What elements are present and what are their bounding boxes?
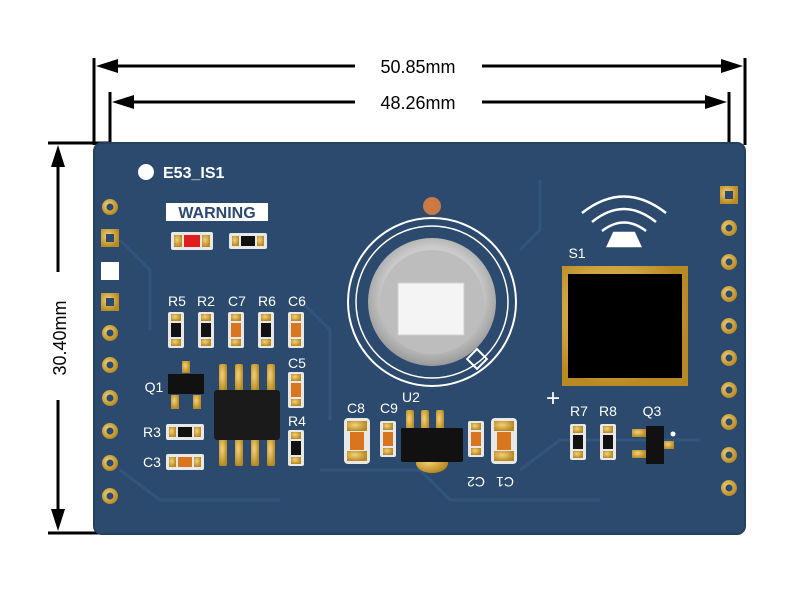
pcb-traces <box>118 180 700 502</box>
label-r8: R8 <box>599 403 617 419</box>
warning-label: WARNING <box>178 205 255 222</box>
label-c6: C6 <box>288 293 306 309</box>
label-q3: Q3 <box>643 403 662 419</box>
sensor-marker-dot <box>423 197 441 215</box>
small-smd-component <box>229 233 267 249</box>
left-header-pins <box>101 199 119 504</box>
pir-sensor <box>347 217 517 387</box>
label-c2: C2 <box>467 474 485 490</box>
dimension-hole-spacing: 48.26mm <box>108 92 731 192</box>
component-row-top: R5 R2 C7 R6 C6 <box>168 293 306 348</box>
outer-width-label: 50.85mm <box>380 57 455 77</box>
right-header-pins <box>720 186 738 496</box>
capacitor-c2 <box>468 421 484 457</box>
label-c1: C1 <box>496 474 514 490</box>
hole-spacing-label: 48.26mm <box>380 93 455 113</box>
resistor-r7 <box>570 424 586 460</box>
dimension-height: 30.40mm <box>48 141 110 535</box>
warning-box <box>166 203 268 221</box>
label-r6: R6 <box>258 293 276 309</box>
label-c5: C5 <box>288 355 306 371</box>
resistor-r8 <box>600 424 616 460</box>
label-c3: C3 <box>143 454 161 470</box>
capacitor-c1 <box>491 418 517 464</box>
transistor-q1 <box>168 361 204 409</box>
label-c8: C8 <box>347 400 365 416</box>
warning-led <box>171 232 213 250</box>
regulator-u2 <box>401 410 463 473</box>
capacitor-c3 <box>166 454 204 470</box>
transistor-q3 <box>632 426 676 464</box>
radar-wave-icon <box>581 195 667 248</box>
height-label: 30.40mm <box>50 300 70 375</box>
label-r7: R7 <box>570 403 588 419</box>
label-s1: S1 <box>568 245 585 261</box>
label-r2: R2 <box>197 293 215 309</box>
label-c7: C7 <box>228 293 246 309</box>
label-q1: Q1 <box>145 379 164 395</box>
dimension-outer-width: 50.85mm <box>92 57 747 145</box>
resistor-r3 <box>166 424 204 440</box>
pin1-marker-dot <box>138 164 154 180</box>
capacitor-c8 <box>344 418 370 464</box>
ic-soic8 <box>214 364 280 466</box>
resistor-r4 <box>288 430 304 466</box>
label-r4: R4 <box>288 413 306 429</box>
label-r5: R5 <box>168 293 186 309</box>
label-u2: U2 <box>402 389 420 405</box>
capacitor-c9 <box>380 421 396 457</box>
polarity-plus: + <box>546 385 560 412</box>
label-r3: R3 <box>143 424 161 440</box>
label-c9: C9 <box>380 400 398 416</box>
sensor-s1 <box>562 266 688 386</box>
capacitor-c5 <box>288 372 304 408</box>
board-name: E53_IS1 <box>163 165 224 182</box>
